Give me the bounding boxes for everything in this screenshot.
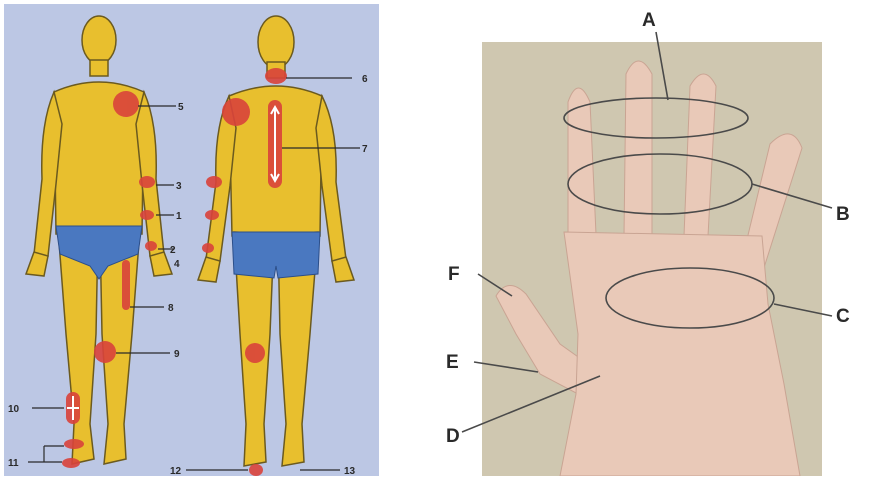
label-2: 2 — [170, 245, 176, 256]
label-4: 4 — [174, 259, 180, 270]
label-6: 6 — [362, 74, 368, 85]
label-8: 8 — [168, 303, 174, 314]
label-d: D — [446, 426, 460, 447]
back-brief — [232, 232, 320, 278]
label-c: C — [836, 306, 850, 327]
label-3: 3 — [176, 181, 182, 192]
label-1: 1 — [176, 211, 182, 222]
label-13: 13 — [344, 466, 356, 476]
label-9: 9 — [174, 349, 180, 360]
body-diagram-panel: 5 6 7 3 1 2 4 8 9 10 11 12 13 — [4, 4, 379, 476]
label-7: 7 — [362, 144, 368, 155]
label-b: B — [836, 204, 850, 225]
hand-diagram-panel: A B C D E F — [428, 4, 868, 476]
label-a: A — [642, 10, 656, 31]
label-11: 11 — [8, 458, 19, 469]
label-5: 5 — [178, 102, 184, 113]
label-e: E — [446, 352, 459, 373]
body-diagram-svg: 5 6 7 3 1 2 4 8 9 10 11 12 13 — [4, 4, 379, 476]
label-f: F — [448, 264, 460, 285]
hand-diagram-svg: A B C D E F — [428, 4, 868, 476]
label-10: 10 — [8, 404, 20, 415]
label-12: 12 — [170, 466, 182, 476]
